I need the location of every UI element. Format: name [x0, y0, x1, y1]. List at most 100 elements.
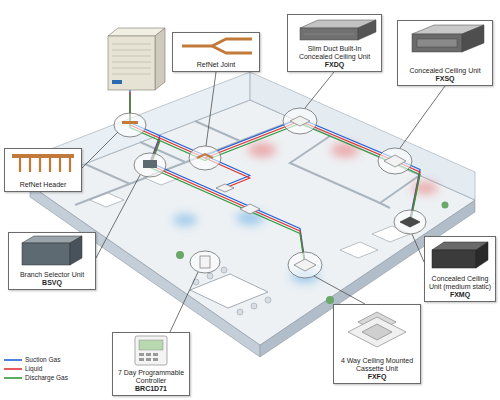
- unit-top: [412, 25, 484, 34]
- legend-entry: Discharge Gas: [4, 373, 94, 382]
- stub: [19, 158, 21, 172]
- unit-front: [300, 28, 358, 40]
- unit-side: [462, 25, 484, 52]
- button: [139, 353, 144, 356]
- partition-wall: [195, 121, 240, 141]
- chair: [237, 309, 243, 315]
- airflow: [173, 143, 438, 283]
- leader-line: [170, 272, 198, 332]
- button: [146, 358, 151, 361]
- callout-box: RefNet Joint: [172, 32, 260, 72]
- pipe: [150, 141, 305, 268]
- outdoor-unit: [108, 28, 165, 90]
- unit-side: [476, 242, 488, 268]
- callout-text-group: 4 Way Ceiling Mounted Cassette UnitFXFQ: [336, 357, 418, 381]
- legend-line-sample: [4, 375, 22, 381]
- detail-circle: [189, 146, 221, 170]
- leader-line: [82, 132, 118, 168]
- callout-text-group: Branch Selector UnitBSVQ: [11, 271, 93, 287]
- unit-body: [358, 312, 396, 332]
- plant: [442, 202, 449, 209]
- desk: [340, 242, 378, 258]
- grille-line: [112, 56, 151, 57]
- component-name: 7 Day Programmable Controller: [115, 369, 187, 385]
- concealed-unit-picture: [412, 25, 484, 52]
- branch-selector-picture: [22, 236, 82, 265]
- callout-text-group: 7 Day Programmable ControllerBRC1D71: [115, 369, 187, 393]
- leader-line: [400, 86, 445, 148]
- unit-front: [108, 36, 155, 90]
- cool-air: [173, 214, 197, 226]
- detail-circle: [288, 252, 322, 278]
- refrigerant-pipes: [130, 90, 420, 268]
- refnet-header-picture: [12, 154, 74, 172]
- pipe: [130, 90, 420, 220]
- pipe: [130, 95, 420, 225]
- stub: [69, 158, 71, 172]
- model-code: BSVQ: [11, 279, 93, 287]
- plant: [326, 296, 334, 304]
- cassette-unit: [240, 204, 260, 214]
- desk: [90, 193, 124, 207]
- model-code: FXDQ: [290, 61, 379, 69]
- callout-box: 7 Day Programmable ControllerBRC1D71: [112, 332, 190, 396]
- stub: [39, 158, 41, 172]
- cassette-grille: [362, 324, 392, 340]
- detail-circle: [190, 251, 220, 273]
- model-code: FXSQ: [400, 75, 490, 83]
- component-name: Branch Selector Unit: [11, 271, 93, 279]
- component-name: Concealed Ceiling Unit: [400, 67, 490, 75]
- grille-line: [112, 68, 151, 69]
- callout-box: RefNet Header: [4, 148, 82, 192]
- grille-line: [112, 74, 151, 75]
- selector-box: [143, 160, 157, 168]
- warm-air: [331, 143, 359, 157]
- plants: [176, 202, 449, 305]
- indoor-units: [122, 116, 420, 271]
- magnifier-circles: [114, 108, 426, 278]
- cassette-unit: [294, 259, 316, 271]
- unit-side: [358, 20, 376, 40]
- grille-line: [112, 62, 151, 63]
- chair: [265, 297, 271, 303]
- plant: [176, 251, 184, 259]
- chair: [221, 267, 227, 273]
- callout-text-group: RefNet Header: [7, 181, 79, 189]
- desks: [90, 171, 410, 258]
- legend-text: Liquid: [25, 365, 42, 373]
- model-code: FXFQ: [336, 373, 418, 381]
- detail-circle: [378, 148, 412, 174]
- unit-outlet: [417, 39, 457, 47]
- legend-entry: Liquid: [4, 364, 94, 373]
- controller-picture: [135, 336, 167, 365]
- warm-air: [248, 143, 276, 157]
- detail-circle: [114, 113, 146, 137]
- leader-line: [305, 72, 334, 108]
- callout-text-group: Slim Duct Built-In Concealed Ceiling Uni…: [290, 45, 379, 69]
- model-code: BRC1D71: [115, 385, 187, 393]
- legend-line: [4, 377, 22, 379]
- callout-box: Concealed Ceiling Unit (medium static)FX…: [424, 236, 496, 302]
- component-name: RefNet Joint: [175, 61, 257, 69]
- leader-line: [314, 276, 365, 304]
- partition-wall: [85, 164, 130, 184]
- stub: [59, 158, 61, 172]
- legend-entry: Suction Gas: [4, 355, 94, 364]
- duct-unit: [400, 217, 420, 227]
- legend-line-sample: [4, 366, 22, 372]
- chairs: [193, 267, 271, 315]
- chair: [207, 273, 213, 279]
- controller-body: [135, 336, 167, 365]
- unit-front: [412, 34, 462, 52]
- unit-side: [155, 28, 165, 90]
- discharge-gas-pipe: [130, 95, 420, 268]
- stub: [49, 158, 51, 172]
- leader-lines: [82, 72, 445, 332]
- component-name: Slim Duct Built-In Concealed Ceiling Uni…: [290, 45, 379, 61]
- detail-circle: [283, 108, 317, 134]
- unit-front: [22, 243, 70, 265]
- stub: [29, 158, 31, 172]
- grille-line: [304, 34, 354, 35]
- medium-static-unit-picture: [432, 242, 488, 268]
